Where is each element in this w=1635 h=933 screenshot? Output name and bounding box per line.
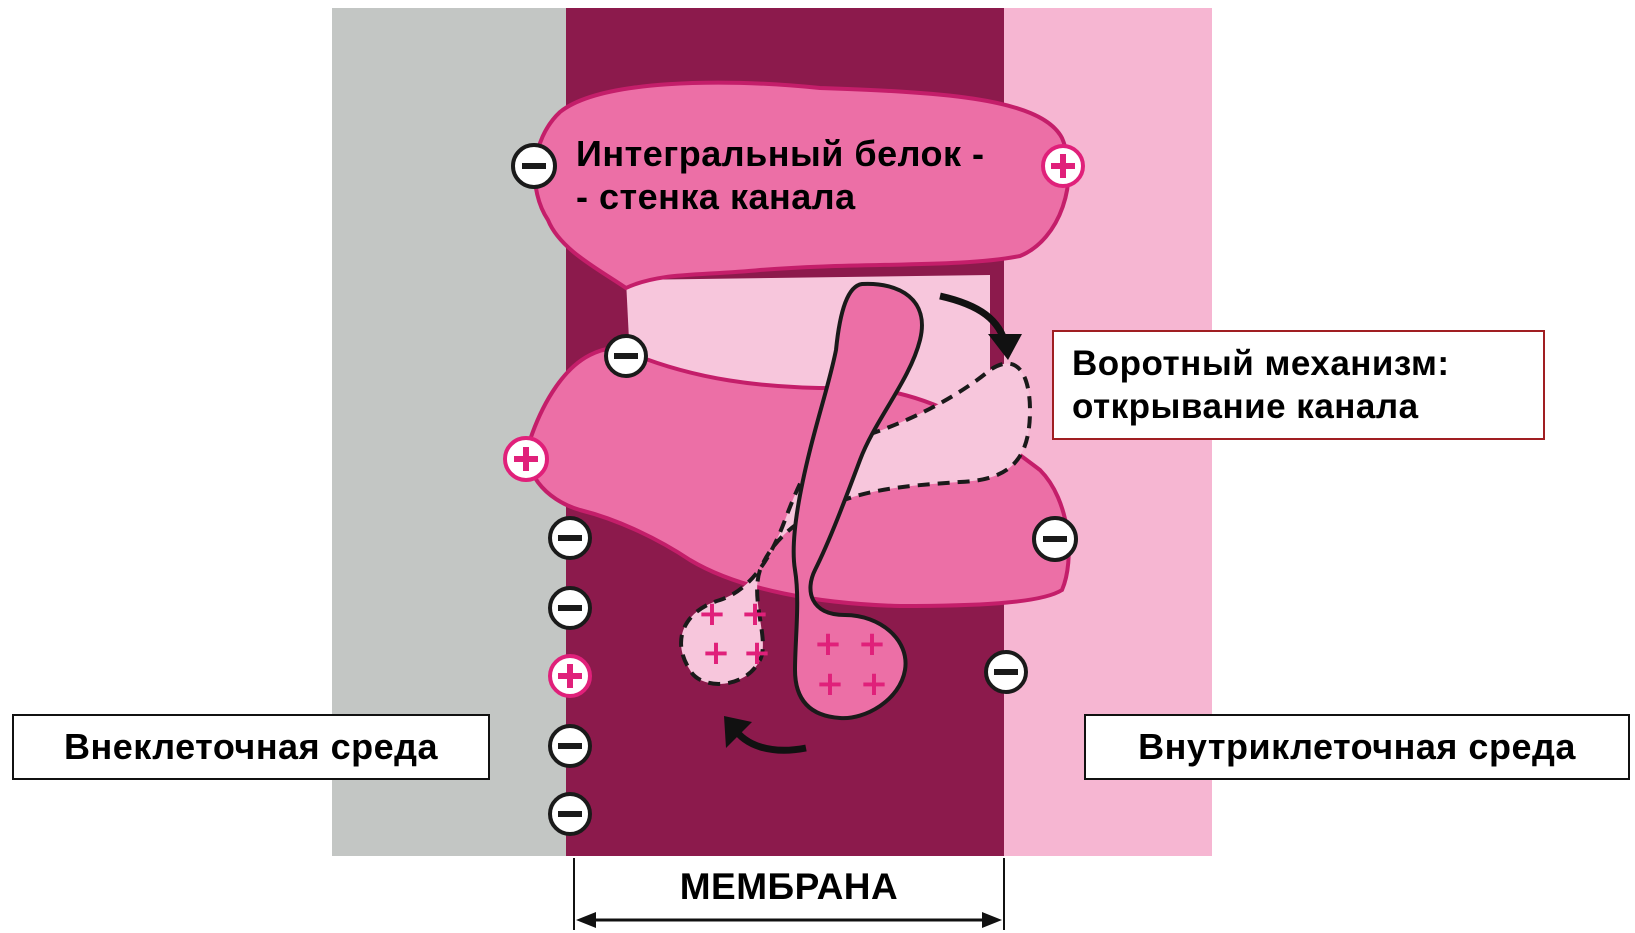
minus-charge <box>986 652 1026 692</box>
plus-charge <box>1043 146 1083 186</box>
minus-charge <box>513 145 555 187</box>
integral-protein-label-line1: Интегральный белок - <box>576 132 985 175</box>
integral-protein-label: Интегральный белок - - стенка канала <box>576 132 985 218</box>
membrane-arrowhead-left <box>576 912 596 928</box>
plus-charge <box>550 656 590 696</box>
gate-mechanism-label-line1: Воротный механизм: <box>1072 342 1543 385</box>
gate-plus-6: + <box>858 624 887 664</box>
minus-charge <box>550 726 590 766</box>
minus-charge <box>550 588 590 628</box>
gate-plus-7: + <box>816 664 845 704</box>
extracellular-label: Внеклеточная среда <box>12 714 490 780</box>
integral-protein-label-line2: - стенка канала <box>576 175 985 218</box>
gate-plus-5: + <box>814 624 843 664</box>
gate-mechanism-label-line2: открывание канала <box>1072 385 1543 428</box>
minus-charge <box>606 336 646 376</box>
gate-plus-3: + <box>702 633 731 673</box>
membrane-label: МЕМБРАНА <box>574 866 1004 908</box>
gate-plus-8: + <box>860 664 889 704</box>
minus-charge <box>550 794 590 834</box>
minus-charge <box>1034 518 1076 560</box>
gate-plus-4: + <box>743 633 772 673</box>
plus-charge <box>505 438 547 480</box>
gate-plus-1: + <box>698 594 727 634</box>
gate-plus-2: + <box>741 594 770 634</box>
gate-mechanism-label: Воротный механизм: открывание канала <box>1052 330 1545 440</box>
intracellular-label: Внутриклеточная среда <box>1084 714 1630 780</box>
membrane-arrowhead-right <box>982 912 1002 928</box>
minus-charge <box>550 518 590 558</box>
